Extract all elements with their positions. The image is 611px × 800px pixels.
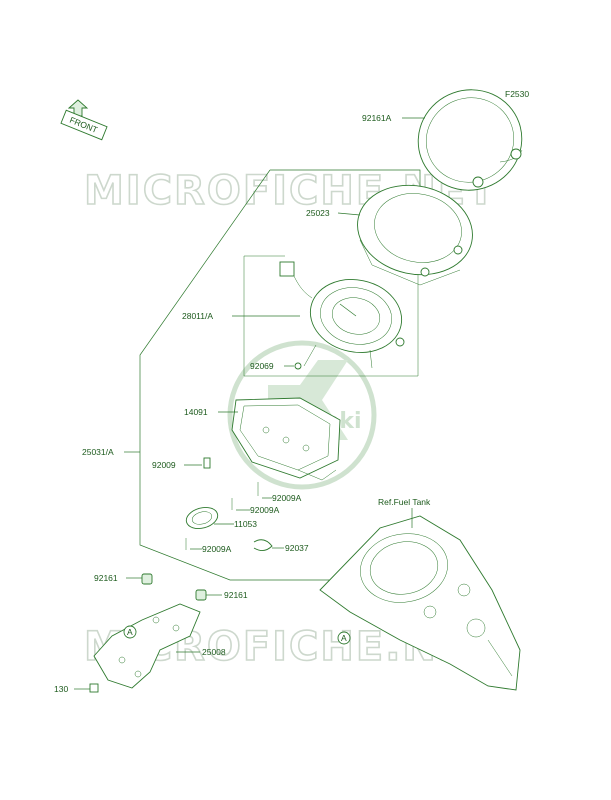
svg-text:A: A (341, 633, 347, 643)
bolt-130 (89, 683, 99, 693)
callout-92069: 92069 (250, 361, 274, 371)
callout-25023: 25023 (306, 208, 330, 218)
marker-a-left (123, 625, 137, 639)
meter-case-part (231, 397, 341, 481)
callout-92009a-2: 92009A (250, 505, 280, 515)
marker-a-right (337, 631, 351, 645)
bezel-ring-part (417, 89, 523, 191)
speedometer-part (279, 261, 405, 369)
bolt-92009 (203, 457, 211, 469)
callout-92009: 92009 (152, 460, 176, 470)
gasket-11053 (185, 507, 219, 529)
callout-14091: 14091 (184, 407, 208, 417)
callout-92161-left: 92161 (94, 573, 118, 583)
figure-code: F2530 (505, 89, 529, 99)
clip-92037 (253, 539, 273, 551)
callout-92161-right: 92161 (224, 590, 248, 600)
front-arrow-icon: FRONT (60, 99, 108, 141)
callout-92161a: 92161A (362, 113, 392, 123)
callout-28011a: 28011/A (182, 311, 213, 321)
callout-130: 130 (54, 684, 68, 694)
callout-25031a: 25031/A (82, 447, 114, 457)
bracket-25008-part (93, 603, 201, 689)
screw-92069 (294, 362, 302, 370)
fuel-tank-part (319, 515, 521, 691)
callout-25008: 25008 (202, 647, 226, 657)
callout-92009a-3: 92009A (202, 544, 232, 554)
callout-92037: 92037 (285, 543, 309, 553)
callout-11053: 11053 (234, 519, 257, 529)
grommet-92161-right (195, 589, 207, 601)
meter-cover-part (357, 184, 473, 286)
svg-text:A: A (127, 627, 133, 637)
grommet-92161-left (141, 573, 153, 585)
callout-92009a-1: 92009A (272, 493, 302, 503)
ref-fuel-tank-label: Ref.Fuel Tank (378, 497, 431, 507)
